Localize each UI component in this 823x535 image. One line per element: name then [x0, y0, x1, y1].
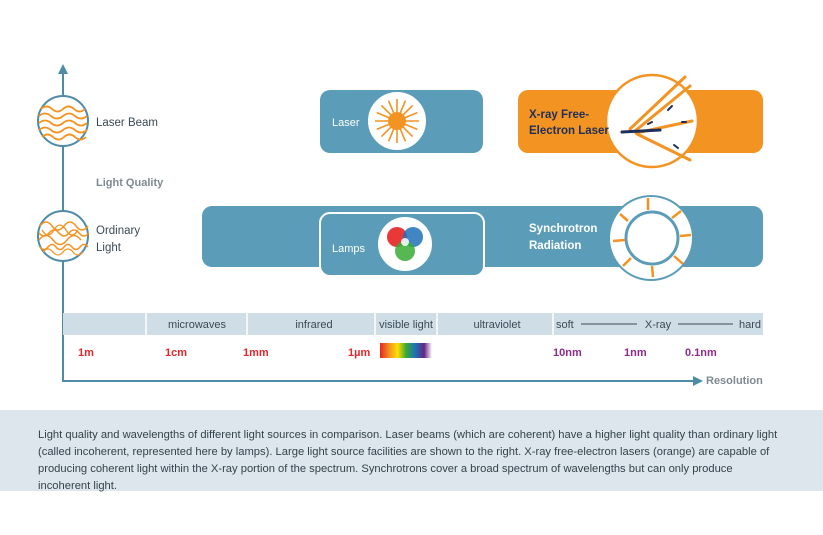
- figure-caption: Light quality and wavelengths of differe…: [0, 410, 823, 492]
- wavelength-label: 10nm: [553, 347, 582, 359]
- xray-soft-label: soft: [556, 319, 574, 331]
- wavelength-label: 1m: [78, 347, 94, 359]
- band-infrared: infrared: [295, 319, 332, 331]
- wavelength-label: 1nm: [624, 347, 647, 359]
- xray-label: X-ray: [645, 319, 672, 331]
- lamps-source: [319, 212, 485, 277]
- wavelength-label: 1µm: [348, 347, 370, 359]
- synchrotron-label-2: Radiation: [529, 240, 581, 252]
- wavelength-label: 1mm: [243, 347, 269, 359]
- wavelength-label: 1cm: [165, 347, 187, 359]
- ordinary-light-label-1: Ordinary: [96, 225, 140, 237]
- xfel-label-1: X-ray Free-: [529, 109, 589, 121]
- xfel-source: [518, 73, 763, 169]
- wavelength-scale: 1m 1cm 1mm 1µm 10nm 1nm 0.1nm: [78, 347, 717, 359]
- band-ultraviolet: ultraviolet: [473, 319, 520, 331]
- ordinary-light-symbol: [37, 210, 90, 262]
- visible-spectrum-swatch: [380, 343, 432, 358]
- synchrotron-ring-icon: [612, 198, 692, 278]
- band-visible-light: visible light: [379, 319, 433, 331]
- y-axis-label: Light Quality: [96, 177, 164, 189]
- laser-label: Laser: [332, 117, 360, 129]
- x-axis-arrow-icon: [693, 376, 703, 386]
- xfel-label-2: Electron Laser: [529, 125, 609, 137]
- laser-beam-label: Laser Beam: [96, 117, 158, 129]
- lamps-label: Lamps: [332, 243, 366, 255]
- xray-hard-label: hard: [739, 319, 761, 331]
- wavelength-label: 0.1nm: [685, 347, 717, 359]
- laser-source: [320, 90, 483, 153]
- ordinary-light-label-2: Light: [96, 242, 122, 254]
- laser-beam-symbol: [37, 95, 89, 147]
- rgb-lamp-icon: [387, 227, 423, 261]
- spectrum-bar: [63, 313, 763, 335]
- synchrotron-label-1: Synchrotron: [529, 223, 597, 235]
- x-axis-label: Resolution: [706, 375, 763, 387]
- xfel-beamline-icon: [620, 75, 694, 162]
- band-microwaves: microwaves: [168, 319, 227, 331]
- y-axis-arrow-icon: [58, 64, 68, 74]
